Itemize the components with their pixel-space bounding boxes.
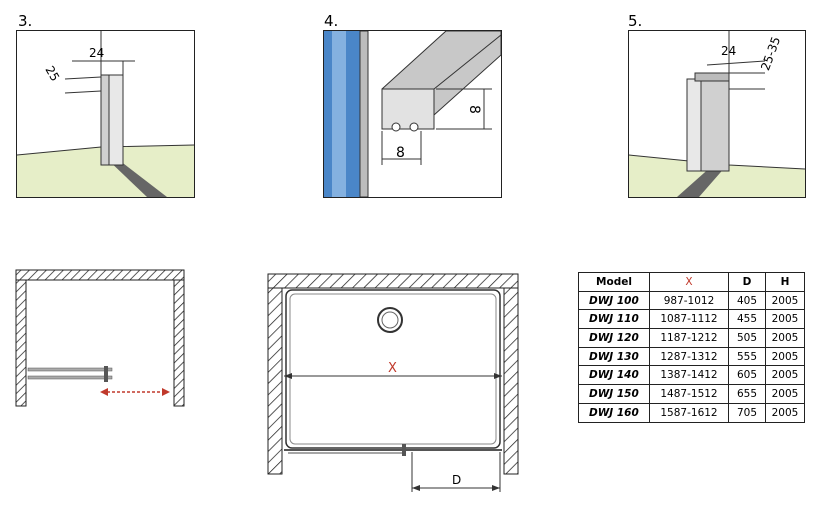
wall-profile: [700, 78, 730, 172]
cell-x: 1387-1412: [649, 365, 729, 386]
plan-view-diagram: X D: [267, 273, 519, 492]
dimension-width: 24: [721, 44, 736, 58]
cell-d: 605: [728, 365, 766, 386]
cell-model: DWJ 110: [578, 309, 650, 330]
step-4-panel: 8 8: [323, 30, 502, 198]
cell-x: 1487-1512: [649, 384, 729, 404]
cell-d: 555: [728, 346, 766, 367]
dimension-depth: 25: [42, 64, 62, 84]
cell-d: 505: [728, 328, 766, 348]
table-header-row: Model X D H: [578, 272, 805, 292]
dimension-width: 8: [396, 145, 405, 161]
cell-x: 1287-1312: [649, 346, 729, 367]
step-5-panel: 24 25-35: [628, 30, 806, 198]
opening-diagram: [15, 269, 185, 407]
cell-h: 2005: [765, 402, 805, 423]
step-3-panel: 24 25: [16, 30, 195, 198]
shower-tray: [285, 289, 501, 449]
cell-d: 655: [728, 384, 766, 404]
dimension-x-label: X: [388, 361, 397, 376]
dimension-height: 8: [466, 105, 482, 114]
cell-model: DWJ 140: [578, 365, 650, 386]
step-4-drawing: 8 8: [324, 31, 501, 197]
step-4-number: 4.: [324, 12, 339, 30]
header-d: D: [728, 272, 766, 292]
floor-profile: [677, 165, 727, 197]
glass-panel-edge: [686, 78, 702, 172]
header-h: H: [765, 272, 805, 292]
cell-h: 2005: [765, 346, 805, 367]
dimension-width: 24: [89, 46, 104, 60]
cell-model: DWJ 160: [578, 402, 650, 423]
cell-h: 2005: [765, 365, 805, 386]
cell-h: 2005: [765, 384, 805, 404]
cell-h: 2005: [765, 309, 805, 330]
floor-profile: [105, 157, 167, 197]
cell-model: DWJ 120: [578, 328, 650, 348]
header-model: Model: [578, 272, 650, 292]
door-panel: [27, 367, 113, 372]
cell-model: DWJ 130: [578, 346, 650, 367]
cell-model: DWJ 150: [578, 384, 650, 404]
cell-x: 1587-1612: [649, 402, 729, 423]
step-5-number: 5.: [628, 12, 643, 30]
header-x: X: [649, 272, 729, 292]
cell-d: 405: [728, 290, 766, 311]
cell-h: 2005: [765, 290, 805, 311]
cell-d: 455: [728, 309, 766, 330]
cell-x: 987-1012: [649, 290, 729, 311]
step-3-drawing: 24 25: [17, 31, 194, 197]
cell-h: 2005: [765, 328, 805, 348]
dimension-d-label: D: [452, 473, 461, 487]
dimension-depth: 25-35: [758, 35, 783, 73]
glass-panel-edge: [108, 74, 124, 166]
step-3-number: 3.: [18, 12, 33, 30]
cell-x: 1187-1212: [649, 328, 729, 348]
cell-model: DWJ 100: [578, 290, 650, 311]
wall-profile: [100, 74, 110, 166]
step-5-drawing: 24 25-35: [629, 31, 805, 197]
cell-x: 1087-1112: [649, 309, 729, 330]
cell-d: 705: [728, 402, 766, 423]
